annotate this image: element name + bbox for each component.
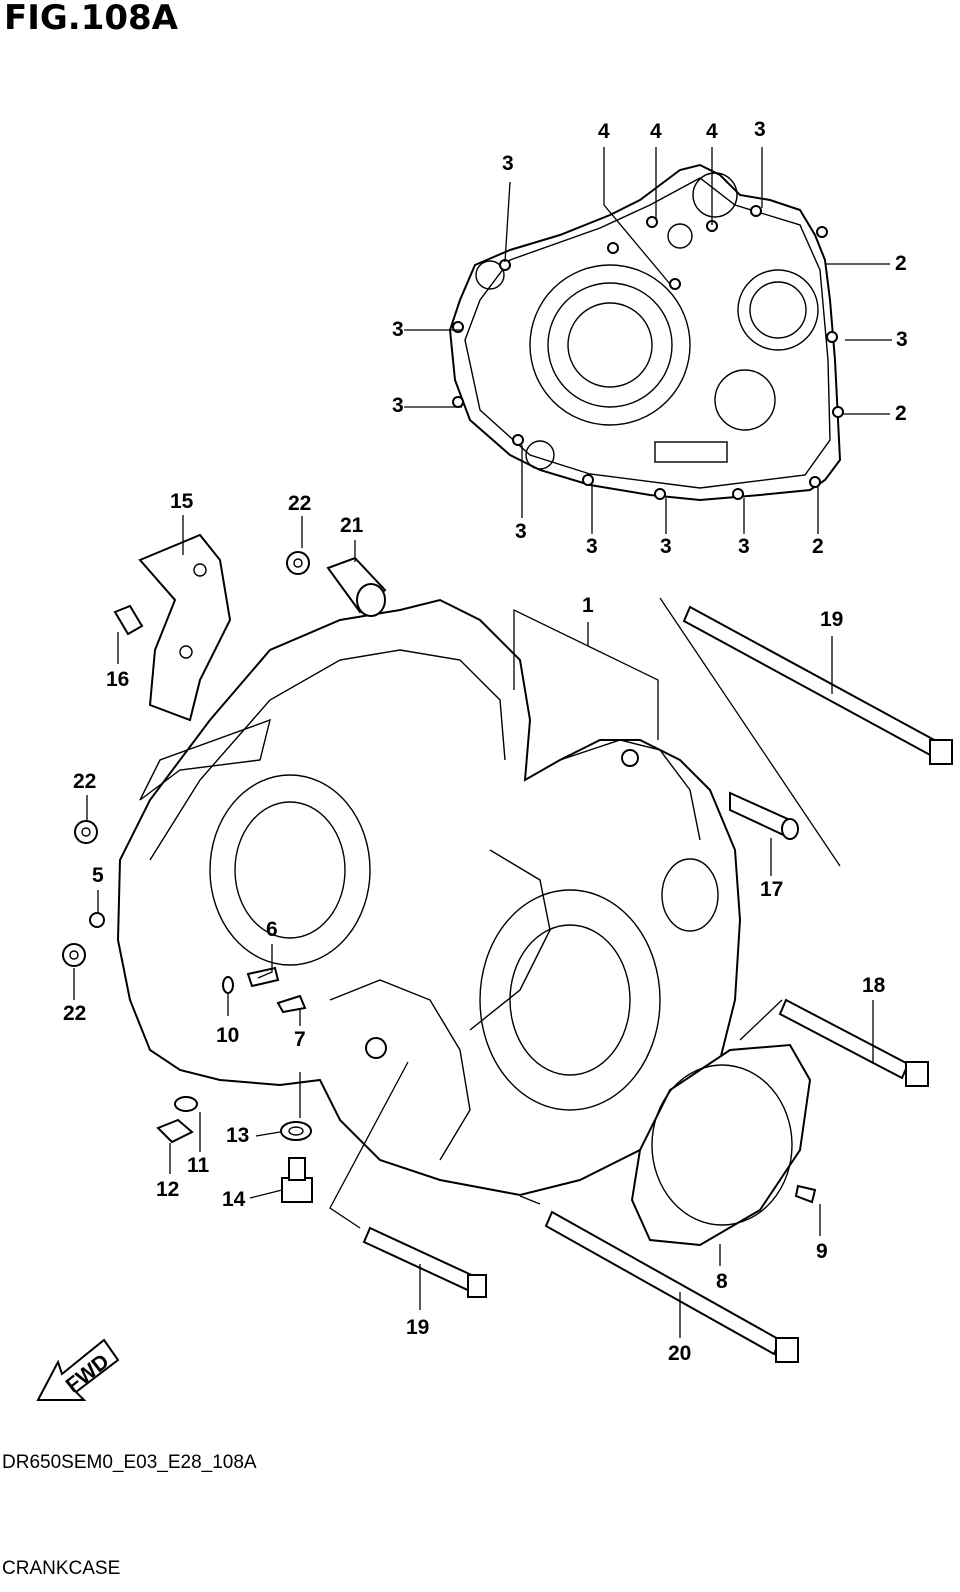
callout-22: 22 [288, 492, 311, 515]
callout-11: 11 [187, 1154, 210, 1177]
figure-title: FIG.108A [4, 0, 178, 38]
callout-3: 3 [502, 152, 514, 175]
bolt-part-18 [778, 998, 929, 1087]
callout-13: 13 [226, 1124, 249, 1147]
callout-16: 16 [106, 668, 129, 691]
callout-3: 3 [660, 535, 672, 558]
callout-4: 4 [598, 120, 610, 143]
callout-20: 17 [760, 878, 783, 901]
callout-12: 12 [156, 1178, 179, 1201]
callout-4: 4 [650, 120, 662, 143]
callout-3: 3 [515, 520, 527, 543]
plate-part-15 [138, 533, 232, 722]
bolt-part-7 [276, 994, 307, 1014]
callout-17: 19 [406, 1316, 429, 1339]
callout-5: 5 [92, 864, 104, 887]
cover-part-8 [630, 1043, 812, 1247]
fwd-arrow-icon: FWD [36, 1338, 120, 1401]
callout-2: 2 [895, 252, 907, 275]
plug-part-14 [281, 1157, 313, 1203]
bolt-part-17 [362, 1226, 487, 1298]
callout-7: 7 [294, 1028, 306, 1051]
callout-labels: 3 4 4 4 3 2 3 2 3 3 3 3 3 3 2 1 19 17 18… [63, 118, 908, 1365]
screw-part-9 [794, 1184, 817, 1204]
nut-part-22-top [286, 551, 310, 575]
nut-part-22-mid [74, 820, 98, 844]
callout-10: 10 [216, 1024, 239, 1047]
callout-1: 1 [582, 594, 594, 617]
callout-3: 3 [738, 535, 750, 558]
leader-lines [73, 147, 892, 1338]
bolt-part-19-top [682, 605, 953, 765]
callout-2: 2 [812, 535, 824, 558]
callout-18: 18 [862, 974, 886, 997]
callout-8: 8 [716, 1270, 728, 1293]
callout-2: 2 [895, 402, 907, 425]
callout-19: 19 [820, 608, 843, 631]
bolt-part-19-bottom [544, 1210, 799, 1363]
callout-3: 3 [392, 394, 404, 417]
callout-14: 14 [222, 1188, 246, 1211]
sleeve-part-21 [326, 556, 387, 617]
callout-3: 3 [754, 118, 766, 141]
callout-21: 21 [340, 514, 364, 537]
callout-3: 3 [896, 328, 908, 351]
nut-part-22-low [62, 943, 86, 967]
diagram-name: CRANKCASE [2, 1558, 121, 1579]
bolt-part-16 [113, 604, 144, 636]
oring-part-11 [174, 1096, 198, 1112]
dowel-part-5 [89, 912, 105, 928]
diagram-code: DR650SEM0_E03_E28_108A [2, 1452, 257, 1473]
callout-22: 22 [73, 770, 96, 793]
callout-3: 3 [586, 535, 598, 558]
callout-9: 9 [816, 1240, 828, 1263]
callout-3: 3 [392, 318, 404, 341]
crankcase-body [116, 598, 742, 1197]
callout-19: 20 [668, 1342, 691, 1365]
callout-4: 4 [706, 120, 718, 143]
crankcase-gasket [448, 163, 844, 502]
washer-part-13 [280, 1121, 312, 1141]
sleeve-part-20 [729, 791, 799, 840]
callout-15: 15 [170, 490, 194, 513]
callout-6: 6 [266, 918, 278, 941]
callout-22: 22 [63, 1002, 86, 1025]
plug-part-12 [156, 1118, 194, 1144]
oring-part-10 [222, 976, 234, 994]
